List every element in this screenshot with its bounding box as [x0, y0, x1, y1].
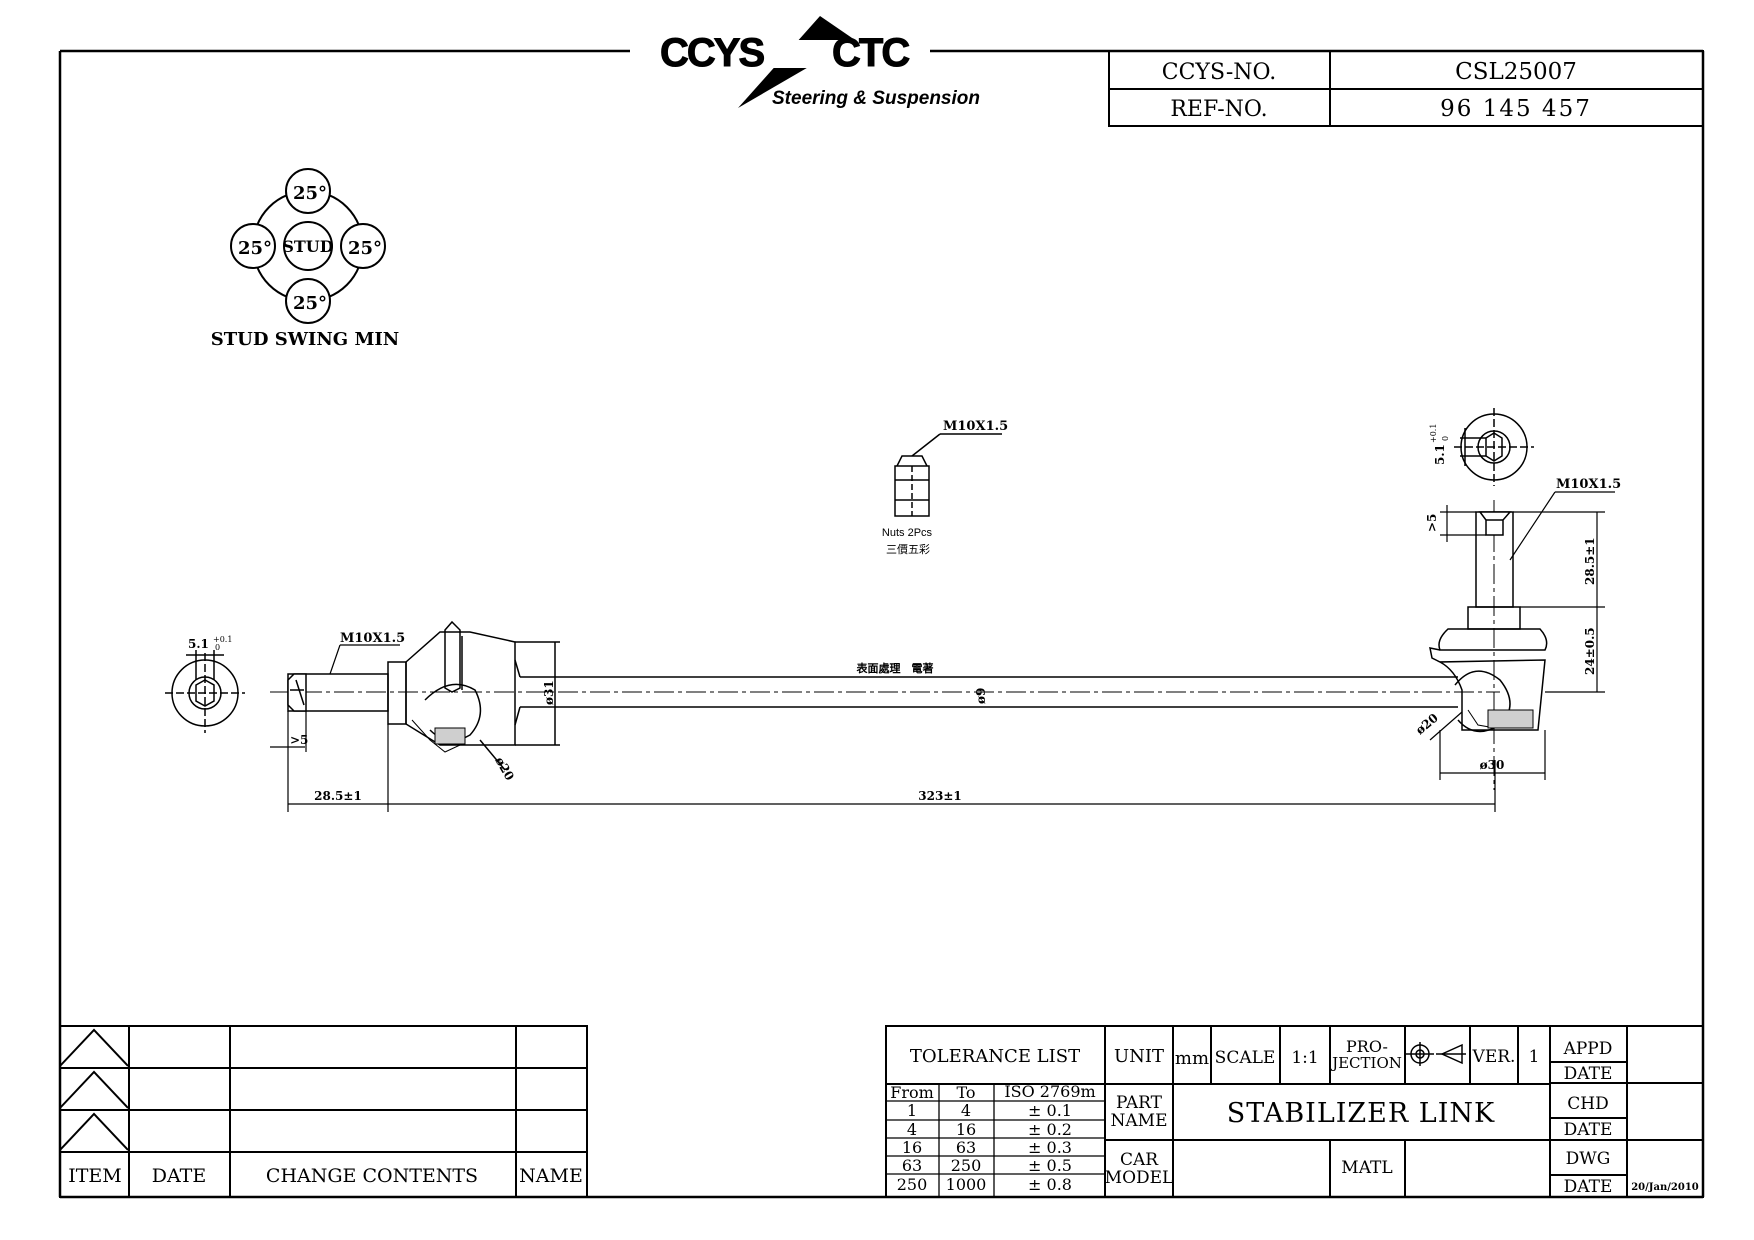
left-end-view: [165, 650, 245, 733]
nut-qty-label: Nuts 2Pcs: [882, 527, 933, 539]
right-ball-joint: [1429, 500, 1548, 790]
stud-swing-top: 25°: [293, 183, 327, 204]
part-name-value: STABILIZER LINK: [1227, 1098, 1495, 1129]
car-model-label-line1: CAR: [1120, 1150, 1159, 1170]
tol-row-2-from: 4: [907, 1120, 917, 1139]
tol-row-1-to: 4: [961, 1101, 971, 1120]
left-d31-label: ø31: [542, 680, 556, 705]
right-end-view: [1454, 408, 1534, 486]
right-hex-tol-plus: +0.1: [1429, 424, 1438, 443]
dwg-label: DWG: [1566, 1149, 1611, 1169]
unit-value: mm: [1175, 1048, 1209, 1069]
surface-note: 表面處理 電著: [856, 661, 934, 675]
tol-row-4-iso: ± 0.5: [1028, 1156, 1072, 1175]
scale-value: 1:1: [1291, 1048, 1318, 1068]
rod-d9-label: ø9: [974, 688, 988, 704]
tol-row-5-from: 250: [897, 1175, 928, 1194]
left-length-label: 28.5±1: [314, 789, 362, 803]
right-d30-label: ø30: [1480, 758, 1505, 772]
revision-header-change: CHANGE CONTENTS: [266, 1165, 478, 1187]
scale-label: SCALE: [1215, 1048, 1276, 1068]
right-thread-label: M10X1.5: [1556, 477, 1621, 492]
car-model-label-line2: MODEL: [1105, 1168, 1174, 1188]
stud-swing-bottom: 25°: [293, 293, 327, 314]
chd-label: CHD: [1567, 1094, 1608, 1114]
part-name-label-line2: NAME: [1111, 1111, 1168, 1131]
title-block: TOLERANCE LIST From To ISO 2769m 1 4 ± 0…: [885, 1025, 1704, 1198]
nut-drawing: M10X1.5 Nuts 2Pcs 三價五彩: [882, 419, 1008, 556]
appd-date-label: DATE: [1564, 1064, 1613, 1084]
logo-tagline: Steering & Suspension: [772, 88, 980, 109]
left-hex-size: 5.1: [188, 637, 209, 651]
revision-header-name: NAME: [519, 1165, 583, 1187]
left-ball-joint: [287, 620, 560, 771]
dwg-date-label: DATE: [1564, 1177, 1613, 1197]
chd-date-label: DATE: [1564, 1120, 1613, 1140]
left-hex-tol-minus: 0: [215, 643, 220, 652]
stud-swing-caption: STUD SWING MIN: [211, 329, 400, 350]
revision-header-date: DATE: [152, 1165, 206, 1187]
tol-row-2-iso: ± 0.2: [1028, 1120, 1072, 1139]
projection-label-line2: JECTION: [1330, 1054, 1402, 1072]
revision-table: ITEM DATE CHANGE CONTENTS NAME: [59, 1025, 588, 1198]
projection-label-line1: PRO-: [1346, 1037, 1388, 1056]
left-d20-label: ø20: [492, 755, 516, 783]
dwg-date-value: 20/Jan/2010: [1631, 1182, 1699, 1193]
tolerance-title: TOLERANCE LIST: [910, 1046, 1080, 1067]
right-height-label: 24±0.5: [1583, 627, 1597, 675]
unit-label: UNIT: [1114, 1046, 1164, 1067]
ref-no-label: REF-NO.: [1170, 97, 1267, 122]
logo-brand-right: CTC: [832, 31, 909, 75]
projection-symbol-icon: [1406, 1042, 1466, 1066]
tol-row-3-iso: ± 0.3: [1028, 1138, 1072, 1157]
nut-note-label: 三價五彩: [886, 542, 930, 556]
left-hex-tol-plus: +0.1: [213, 635, 232, 644]
right-length-label: 28.5±1: [1583, 537, 1597, 585]
right-hex-size: 5.1: [1433, 444, 1447, 465]
right-gt5-label: >5: [1425, 514, 1439, 532]
left-gt5-label: >5: [290, 733, 308, 747]
matl-label: MATL: [1341, 1158, 1392, 1178]
tol-row-5-to: 1000: [946, 1175, 987, 1194]
stud-swing-diagram: STUD 25° 25° 25° 25° STUD SWING MIN: [211, 168, 400, 350]
header-table: CCYS-NO. CSL25007 REF-NO. 96 145 457: [1108, 50, 1704, 127]
tol-row-2-to: 16: [956, 1120, 976, 1139]
stud-swing-right: 25°: [348, 238, 382, 259]
tol-row-1-from: 1: [907, 1101, 917, 1120]
tol-row-5-iso: ± 0.8: [1028, 1175, 1072, 1194]
ref-no-value: 96 145 457: [1440, 96, 1592, 122]
company-logo: CCYS CTC Steering & Suspension: [660, 16, 980, 109]
stud-swing-center: STUD: [282, 237, 333, 256]
tol-header-from: From: [890, 1083, 934, 1102]
logo-brand-left: CCYS: [660, 31, 764, 75]
tol-header-to: To: [956, 1083, 975, 1102]
ccys-no-label: CCYS-NO.: [1162, 60, 1277, 85]
tol-row-3-to: 63: [956, 1138, 976, 1157]
stabilizer-link-drawing: 5.1 +0.1 0 表面處理 電著: [165, 408, 1621, 812]
part-name-label-line1: PART: [1116, 1093, 1163, 1113]
tol-header-iso: ISO 2769m: [1004, 1082, 1095, 1101]
left-thread-label: M10X1.5: [340, 631, 405, 646]
tol-row-1-iso: ± 0.1: [1028, 1101, 1072, 1120]
center-length-label: 323±1: [918, 789, 961, 803]
right-hex-tol-minus: 0: [1441, 436, 1450, 441]
nut-thread-label: M10X1.5: [943, 419, 1008, 434]
ver-value: 1: [1529, 1047, 1540, 1067]
right-d20-label: ø20: [1413, 711, 1441, 738]
ver-label: VER.: [1472, 1047, 1516, 1067]
revision-header-item: ITEM: [68, 1165, 122, 1187]
ccys-no-value: CSL25007: [1455, 59, 1577, 85]
stud-swing-left: 25°: [238, 238, 272, 259]
tol-row-4-to: 250: [951, 1156, 982, 1175]
tol-row-3-from: 16: [902, 1138, 922, 1157]
tol-row-4-from: 63: [902, 1156, 922, 1175]
appd-label: APPD: [1563, 1039, 1613, 1059]
